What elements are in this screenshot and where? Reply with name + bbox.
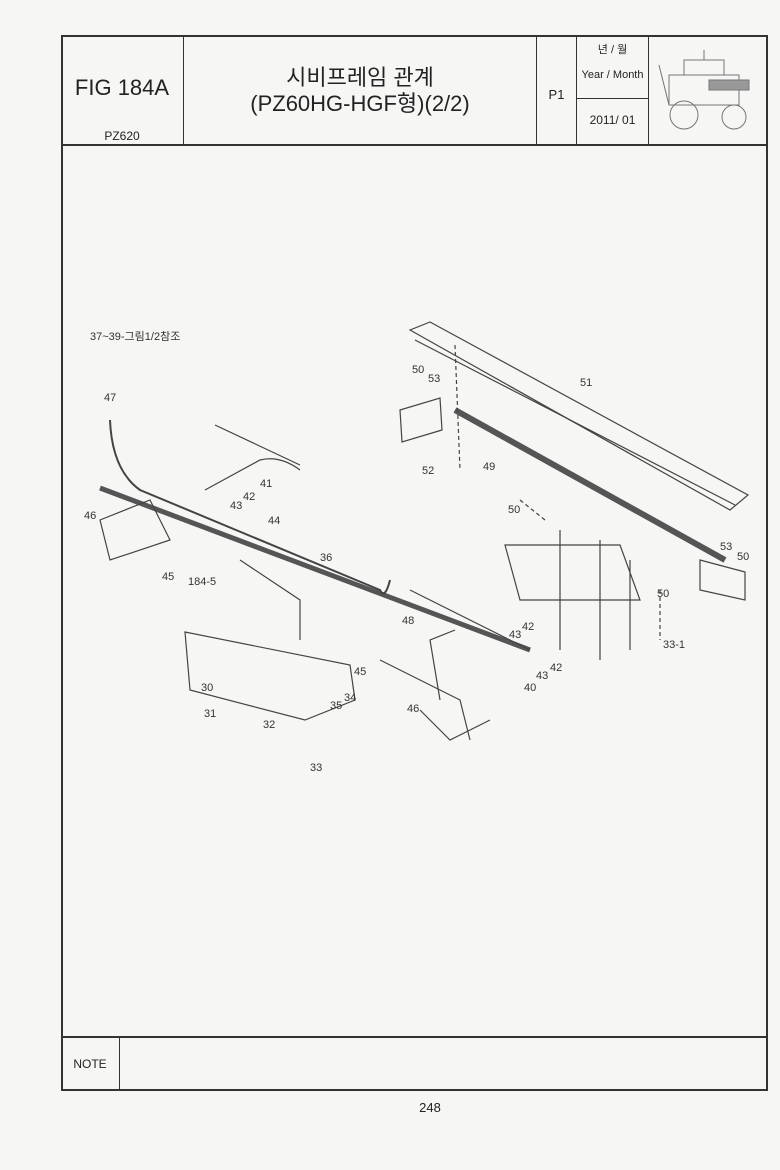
callout: 184-5 — [188, 576, 217, 588]
part-51-rail — [408, 321, 750, 511]
callout: 53 — [720, 541, 733, 553]
callout: 43 — [536, 670, 549, 682]
model-name: PZ620 — [104, 129, 140, 143]
note-label: NOTE — [61, 1038, 120, 1091]
callout: 50 — [737, 551, 750, 563]
callout: 31 — [204, 708, 217, 720]
year-month-ko: 년 / 월 — [597, 44, 628, 56]
callout: 40 — [524, 682, 537, 694]
callout: 43 — [230, 500, 243, 512]
divider — [577, 98, 648, 99]
page-frame — [61, 35, 768, 1091]
callout: 45 — [162, 571, 175, 583]
title-line-2: (PZ60HG-HGF형)(2/2) — [250, 91, 470, 116]
callout: 45 — [354, 666, 367, 678]
callout: 52 — [422, 465, 435, 477]
callout: 51 — [580, 377, 593, 389]
callout: 33 — [310, 762, 323, 774]
part-45-bracket — [379, 659, 491, 741]
part-49-tube — [453, 407, 727, 563]
part-53-plate — [399, 397, 443, 443]
part-44-rod — [109, 419, 391, 595]
callout: 32 — [263, 719, 276, 731]
callout: 50 — [657, 588, 670, 600]
note-section: NOTE — [61, 1036, 768, 1091]
header-block: FIG 184A PZ620 시비프레임 관계 (PZ60HG-HGF형)(2/… — [61, 35, 768, 146]
callout: 48 — [402, 615, 415, 627]
main-frame-bar — [99, 485, 531, 653]
figure-cell: FIG 184A PZ620 — [61, 35, 184, 144]
page-ref: P1 — [537, 35, 577, 144]
callout: 41 — [260, 478, 273, 490]
callout: 42 — [550, 662, 563, 674]
callout: 43 — [509, 629, 522, 641]
date-value: 2011/ 01 — [589, 113, 636, 127]
callout: 46 — [407, 703, 420, 715]
callout: 46 — [84, 510, 97, 522]
title-cell: 시비프레임 관계 (PZ60HG-HGF형)(2/2) — [184, 35, 537, 144]
part-40-shaft — [409, 589, 531, 701]
reference-note: 37~39-그림1/2참조 — [90, 331, 181, 343]
callout: 50 — [412, 364, 425, 376]
title-line-1: 시비프레임 관계 — [286, 65, 434, 90]
machine-thumbnail — [649, 35, 766, 144]
callout: 47 — [104, 392, 117, 404]
callout: 42 — [522, 621, 535, 633]
part-30-cover — [184, 631, 356, 721]
callout: 34 — [344, 692, 357, 704]
callout: 33-1 — [663, 639, 686, 651]
figure-number: FIG 184A — [74, 75, 170, 100]
callout: 36 — [320, 552, 333, 564]
callout: 53 — [428, 373, 441, 385]
callout: 50 — [508, 504, 521, 516]
date-cell: 년 / 월 Year / Month 2011/ 01 — [577, 35, 649, 144]
page-number: 248 — [419, 1100, 441, 1115]
callout: 42 — [243, 491, 256, 503]
part-41-bracket — [204, 424, 301, 491]
callout: 49 — [483, 461, 496, 473]
callout: 35 — [330, 700, 343, 712]
year-month-en: Year / Month — [581, 69, 644, 81]
callout: 44 — [268, 515, 281, 527]
callout: 30 — [201, 682, 214, 694]
